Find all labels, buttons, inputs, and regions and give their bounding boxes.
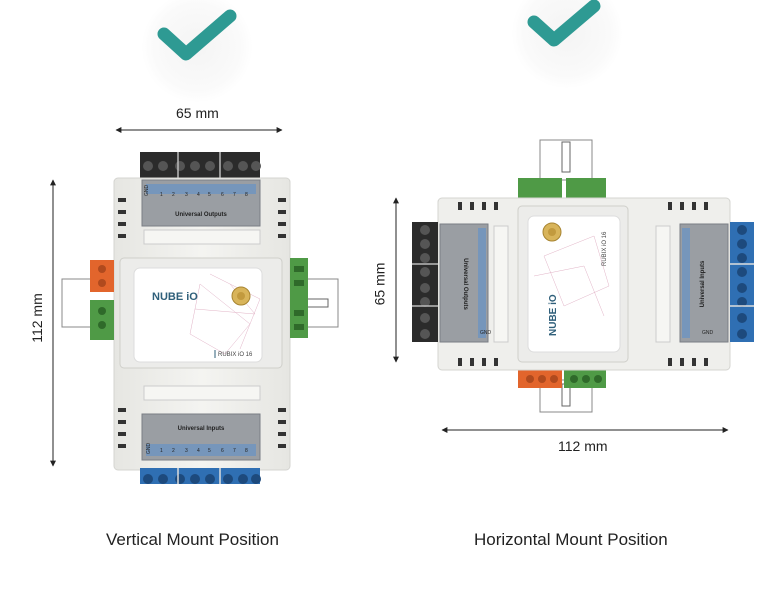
pin-label: 6 xyxy=(221,192,224,198)
pin-label: 1 xyxy=(160,448,163,454)
vertical-right-green-terminal xyxy=(290,258,308,338)
pin-label: 3 xyxy=(185,192,188,198)
vertical-gnd-bottom: GND xyxy=(146,443,152,455)
pin-label: 7 xyxy=(233,448,236,454)
vertical-bottom-terminal-block xyxy=(140,468,261,484)
pin-label: 3 xyxy=(185,448,188,454)
vertical-device-figure: GND 1 2 3 4 5 6 7 8 Universal Outputs NU… xyxy=(50,127,339,484)
horizontal-right-block-title: Universal Inputs xyxy=(700,260,706,307)
pin-label: 5 xyxy=(208,448,211,454)
vertical-top-block-title: Universal Outputs xyxy=(175,212,227,218)
horizontal-left-block-title: Universal Outputs xyxy=(462,258,468,310)
check-badge-left xyxy=(142,0,252,102)
vertical-caption: Vertical Mount Position xyxy=(106,530,279,549)
horizontal-width-dimension: 112 mm xyxy=(558,438,608,454)
vertical-left-green-terminal xyxy=(90,300,114,340)
pin-label: 4 xyxy=(197,192,200,198)
horizontal-gnd-right: GND xyxy=(702,330,714,336)
horizontal-right-terminal-block xyxy=(730,222,754,342)
pin-label: 7 xyxy=(233,192,236,198)
vertical-width-dimension: 65 mm xyxy=(176,105,219,121)
pin-label: 4 xyxy=(197,448,200,454)
horizontal-gnd-left: GND xyxy=(480,330,492,336)
pin-label: 6 xyxy=(221,448,224,454)
horizontal-caption: Horizontal Mount Position xyxy=(474,530,668,549)
horizontal-device-figure: Universal Outputs GND NUBE iO RUBIX iO 1… xyxy=(393,139,754,433)
check-badge-right xyxy=(512,0,622,88)
pin-label: 1 xyxy=(160,192,163,198)
vertical-top-terminal-block xyxy=(140,152,261,178)
vertical-model: RUBIX iO 16 xyxy=(218,352,253,358)
vertical-gnd-top: GND xyxy=(144,185,150,197)
vertical-bottom-block-title: Universal Inputs xyxy=(178,426,225,432)
horizontal-logo: NUBE iO xyxy=(548,294,559,336)
check-mark-icon xyxy=(527,0,601,47)
horizontal-model: RUBIX iO 16 xyxy=(602,231,608,266)
pin-label: 8 xyxy=(245,448,248,454)
pin-label: 2 xyxy=(172,448,175,454)
pin-label: 5 xyxy=(208,192,211,198)
check-mark-icon xyxy=(157,9,237,61)
pin-label: 2 xyxy=(172,192,175,198)
vertical-left-orange-terminal xyxy=(90,260,114,292)
vertical-logo: NUBE iO xyxy=(152,291,198,303)
horizontal-left-terminal-block xyxy=(412,222,438,342)
pin-label: 8 xyxy=(245,192,248,198)
